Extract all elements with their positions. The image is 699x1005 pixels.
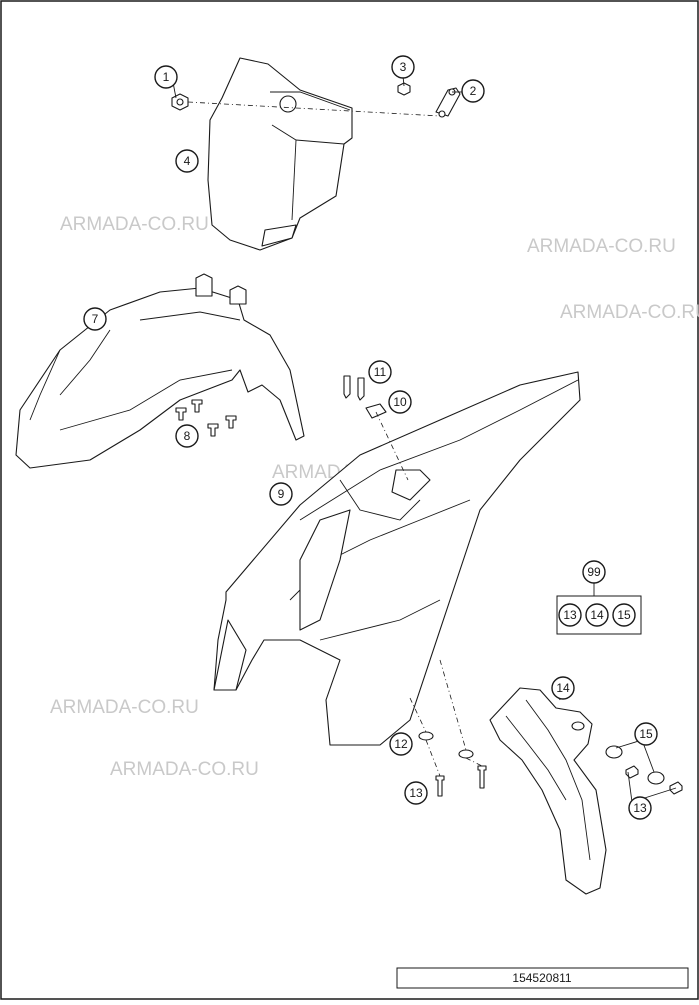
callout-14: 14 (551, 676, 575, 700)
watermark: ARMADA-CO.RU (560, 302, 699, 323)
svg-text:8: 8 (184, 429, 191, 443)
kit-99-group: 99 13 14 15 (556, 560, 642, 635)
svg-text:13: 13 (409, 786, 423, 800)
callout-4: 1 (154, 65, 178, 89)
callout-2: 2 (461, 79, 485, 103)
kit-item-15: 15 (617, 608, 631, 622)
rear-fender-screws (343, 375, 409, 481)
mud-guard-part (489, 687, 607, 895)
svg-text:3: 3 (400, 60, 407, 74)
screws-part (175, 399, 237, 437)
svg-text:13: 13 (633, 801, 647, 815)
callout-9: 9 (269, 482, 293, 506)
svg-text:12: 12 (394, 737, 408, 751)
watermark: ARMADA-CO.RU (110, 759, 259, 780)
number-plate-part (207, 57, 353, 251)
svg-text:14: 14 (556, 681, 570, 695)
callout-10: 10 (388, 390, 412, 414)
washers-part (409, 659, 487, 797)
rear-fender-part (213, 371, 581, 746)
bracket-part (397, 82, 461, 118)
watermark: ARMADA-CO.RU (527, 236, 676, 257)
callout-99: 99 (587, 565, 601, 579)
watermark: ARMADA-CO.RU (50, 697, 199, 718)
callout-8: 8 (175, 424, 199, 448)
svg-text:9: 9 (278, 487, 285, 501)
svg-text:11: 11 (374, 365, 387, 379)
callout-12: 12 (389, 732, 413, 756)
watermark: ARMADA-CO.RU (60, 214, 209, 235)
drawing-code: 154520811 (512, 971, 572, 985)
drawing-code-box (396, 967, 689, 989)
svg-text:15: 15 (639, 727, 653, 741)
grommets-part (605, 745, 683, 795)
svg-text:1: 1 (163, 70, 170, 84)
svg-text:7: 7 (92, 312, 99, 326)
screw-part (171, 93, 189, 111)
svg-text:10: 10 (393, 395, 407, 409)
kit-item-13: 13 (563, 608, 577, 622)
callout-15: 15 (634, 722, 658, 746)
callout-13: 13 (628, 796, 652, 820)
svg-text:4: 4 (184, 154, 191, 168)
callout-7: 7 (83, 307, 107, 331)
callout-11: 11 (368, 360, 392, 384)
kit-item-14: 14 (590, 608, 604, 622)
callout-3: 3 (391, 55, 415, 79)
callout-13: 13 (404, 781, 428, 805)
callout-1: 4 (175, 149, 199, 173)
svg-text:2: 2 (470, 84, 477, 98)
front-fender-part (15, 273, 305, 469)
